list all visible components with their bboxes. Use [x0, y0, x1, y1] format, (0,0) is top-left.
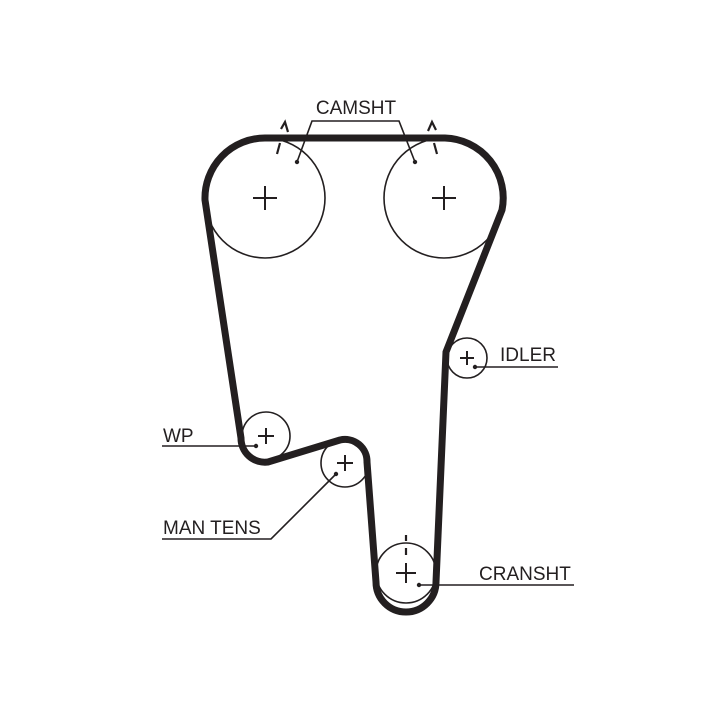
manual-tensioner-circle [320, 438, 370, 488]
water-pump-leader-dot [253, 443, 259, 449]
camshaft-right-timing-notch [426, 119, 437, 132]
camshaft-pulley-left-circle [204, 137, 326, 259]
manual-tensioner-leader-dot [333, 471, 339, 477]
camshaft-pulley-left [204, 119, 326, 259]
water-pump-pulley [241, 411, 291, 461]
camshaft-leader-line [296, 120, 416, 163]
water-pump-pulley-circle [241, 411, 291, 461]
manual-tensioner-pulley [320, 438, 370, 488]
idler-label: IDLER [500, 345, 556, 366]
camshaft-left-timing-mark [275, 142, 282, 155]
manual-tensioner-label: MAN TENS [163, 518, 261, 539]
water-pump-label: WP [163, 426, 194, 447]
camshaft-pulley-right-circle [383, 137, 505, 259]
camshaft-label: CAMSHT [316, 98, 397, 119]
crankshaft-pulley [375, 535, 437, 604]
camshaft-left-timing-notch [280, 119, 290, 133]
idler-pulley-circle [446, 337, 488, 379]
crankshaft-pulley-circle [375, 542, 437, 604]
timing-belt [201, 134, 507, 616]
leader-lines [162, 120, 574, 588]
crankshaft-leader-dot [416, 582, 422, 588]
manual-tensioner-leader-line [162, 473, 337, 540]
idler-leader-dot [472, 364, 478, 370]
camshaft-left-leader-dot [294, 159, 300, 165]
idler-pulley [446, 337, 488, 379]
camshaft-right-leader-dot [412, 159, 418, 165]
crankshaft-label: CRANSHT [479, 564, 571, 585]
camshaft-right-timing-mark [432, 142, 439, 155]
camshaft-pulley-right [383, 119, 505, 259]
